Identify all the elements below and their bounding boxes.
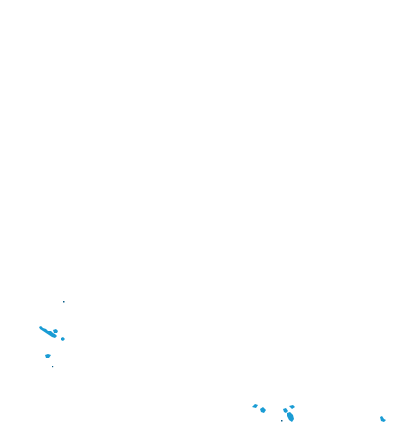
island-shape (260, 407, 266, 413)
island-dot (63, 301, 65, 303)
island-cluster-east (380, 416, 386, 422)
island-shape (45, 354, 51, 358)
island-dot (52, 366, 54, 368)
island-shape (53, 329, 58, 333)
island-cluster-west (39, 301, 65, 368)
island-shape (61, 337, 65, 341)
island-shape (283, 408, 288, 413)
island-cluster-south (252, 404, 295, 422)
island-shape (289, 405, 295, 409)
island-shape (252, 404, 258, 408)
island-shape (287, 412, 294, 422)
island-shape (39, 326, 57, 338)
island-dot (281, 420, 283, 422)
island-shape (380, 416, 386, 422)
